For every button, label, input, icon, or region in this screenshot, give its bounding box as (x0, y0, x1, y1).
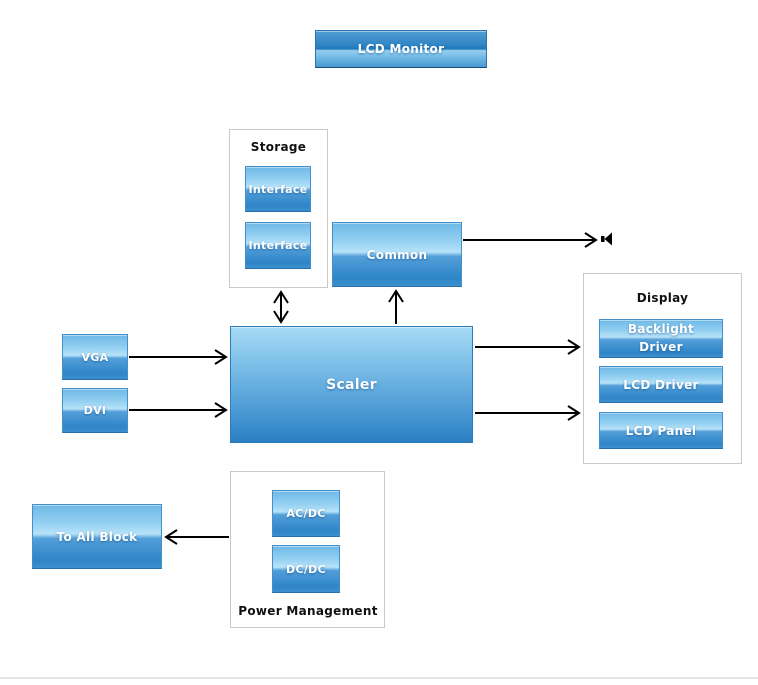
backlight-driver-block: Backlight Driver (599, 319, 723, 358)
dcdc-label: DC/DC (286, 562, 326, 576)
storage-interface-block-1: Interface (245, 166, 311, 212)
lcd-panel-block: LCD Panel (599, 412, 723, 449)
backlight-driver-label: Backlight Driver (627, 322, 695, 354)
storage-interface-label-2: Interface (248, 239, 308, 252)
dcdc-block: DC/DC (272, 545, 340, 593)
acdc-label: AC/DC (286, 507, 326, 520)
power-management-group-title: Power Management (238, 604, 378, 618)
lcd-driver-block: LCD Driver (599, 366, 723, 403)
to-all-block-label: To All Block (56, 529, 138, 544)
lcd-monitor-title-block: LCD Monitor (315, 30, 487, 68)
storage-group-title: Storage (250, 140, 307, 154)
scaler-label: Scaler (326, 376, 377, 393)
vga-label: VGA (81, 350, 109, 364)
speaker-icon (601, 230, 614, 252)
common-label: Common (366, 247, 428, 262)
acdc-block: AC/DC (272, 490, 340, 537)
dvi-block: DVI (62, 388, 128, 433)
lcd-panel-label: LCD Panel (625, 423, 697, 438)
lcd-driver-label: LCD Driver (623, 377, 699, 392)
storage-interface-label-1: Interface (248, 182, 308, 196)
common-block: Common (332, 222, 462, 287)
lcd-monitor-title-label: LCD Monitor (357, 42, 445, 56)
scaler-block: Scaler (230, 326, 473, 443)
dvi-label: DVI (83, 404, 107, 417)
display-group-title: Display (636, 291, 689, 305)
storage-interface-block-2: Interface (245, 222, 311, 269)
footer-divider-line (0, 677, 758, 679)
to-all-block: To All Block (32, 504, 162, 569)
vga-block: VGA (62, 334, 128, 380)
